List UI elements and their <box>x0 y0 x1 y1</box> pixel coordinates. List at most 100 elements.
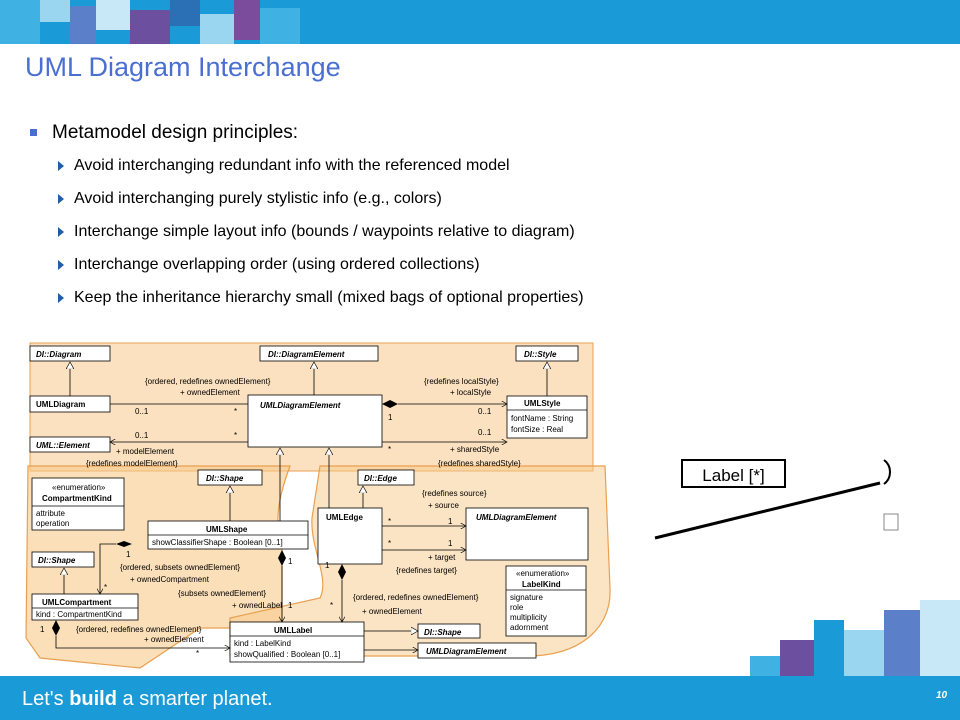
svg-text:showClassifierShape : Boolean: showClassifierShape : Boolean [0..1] <box>152 538 283 547</box>
uml-class-diagram: DI::Diagram DI::DiagramElement DI::Style… <box>25 342 611 669</box>
svg-text:+ ownedLabel: + ownedLabel <box>232 601 282 610</box>
svg-text:UMLDiagram: UMLDiagram <box>36 400 85 409</box>
triangle-bullet-icon <box>58 260 64 270</box>
class-di-diagram-element: DI::DiagramElement <box>259 345 379 362</box>
svg-text:operation: operation <box>36 519 69 528</box>
page-number: 10 <box>936 690 948 701</box>
sketch-curve <box>883 459 891 485</box>
class-di-shape-top: DI::Shape <box>197 469 263 486</box>
svg-text:1: 1 <box>288 601 293 610</box>
svg-text:UMLDiagramElement: UMLDiagramElement <box>260 401 341 410</box>
bullet-list: Metamodel design principles: Avoid inter… <box>30 122 930 321</box>
svg-text:0..1: 0..1 <box>135 407 149 416</box>
svg-text:{redefines modelElement}: {redefines modelElement} <box>86 459 178 468</box>
svg-text:{ordered, redefines ownedEleme: {ordered, redefines ownedElement} <box>76 625 202 634</box>
top-banner <box>0 0 960 44</box>
svg-text:+ source: + source <box>428 501 459 510</box>
svg-text:1: 1 <box>325 561 330 570</box>
svg-text:*: * <box>234 431 237 440</box>
edge-label-box: Label [*] <box>681 459 786 488</box>
principle-item: Avoid interchanging redundant info with … <box>58 156 930 189</box>
class-di-shape-left: DI::Shape <box>31 551 95 568</box>
svg-text:+ ownedElement: + ownedElement <box>144 635 205 644</box>
square-bullet-icon <box>30 129 37 136</box>
svg-text:1: 1 <box>448 517 453 526</box>
triangle-bullet-icon <box>58 293 64 303</box>
svg-text:UML::Element: UML::Element <box>36 441 90 450</box>
svg-text:*: * <box>104 583 107 592</box>
class-uml-diagram-element-label: UMLDiagramElement <box>417 642 537 659</box>
svg-text:multiplicity: multiplicity <box>510 613 547 622</box>
svg-text:+ sharedStyle: + sharedStyle <box>450 445 500 454</box>
svg-text:{redefines source}: {redefines source} <box>422 489 487 498</box>
svg-text:{ordered, redefines ownedEleme: {ordered, redefines ownedElement} <box>145 377 271 386</box>
principle-item: Interchange overlapping order (using ord… <box>58 255 930 288</box>
svg-text:fontName : String: fontName : String <box>511 414 573 423</box>
class-compartment-kind: «enumeration» CompartmentKind attribute … <box>31 477 125 531</box>
tagline: Let's build a smarter planet. <box>22 688 273 710</box>
svg-text:*: * <box>330 601 333 610</box>
class-uml-diagram: UMLDiagram <box>29 395 111 413</box>
svg-text:role: role <box>510 603 524 612</box>
svg-text:showQualified : Boolean [0..1]: showQualified : Boolean [0..1] <box>234 650 340 659</box>
svg-text:{subsets ownedElement}: {subsets ownedElement} <box>178 589 266 598</box>
principle-item: Interchange simple layout info (bounds /… <box>58 222 930 255</box>
triangle-bullet-icon <box>58 194 64 204</box>
class-di-shape-right: DI::Shape <box>417 623 481 639</box>
triangle-bullet-icon <box>58 161 64 171</box>
svg-text:«enumeration»: «enumeration» <box>52 483 106 492</box>
heading-text: Metamodel design principles: <box>52 122 299 143</box>
svg-text:1: 1 <box>288 557 293 566</box>
svg-text:+ ownedElement: + ownedElement <box>362 607 423 616</box>
class-uml-style: UMLStyle fontName : String fontSize : Re… <box>506 395 588 439</box>
svg-text:DI::Shape: DI::Shape <box>424 628 462 637</box>
class-di-diagram: DI::Diagram <box>29 345 111 362</box>
svg-text:{ordered, redefines ownedEleme: {ordered, redefines ownedElement} <box>353 593 479 602</box>
svg-text:«enumeration»: «enumeration» <box>516 569 570 578</box>
svg-text:signature: signature <box>510 593 543 602</box>
svg-text:UMLDiagramElement: UMLDiagramElement <box>476 513 557 522</box>
class-di-edge: DI::Edge <box>357 469 415 486</box>
svg-text:{redefines sharedStyle}: {redefines sharedStyle} <box>438 459 521 468</box>
bullet-heading: Metamodel design principles: <box>30 122 930 144</box>
svg-text:DI::Shape: DI::Shape <box>38 556 76 565</box>
svg-text:DI::Diagram: DI::Diagram <box>36 350 81 359</box>
svg-text:kind : LabelKind: kind : LabelKind <box>234 639 291 648</box>
principle-item: Avoid interchanging purely stylistic inf… <box>58 189 930 222</box>
svg-text:+ target: + target <box>428 553 456 562</box>
class-di-style: DI::Style <box>515 345 579 362</box>
svg-text:1: 1 <box>388 413 393 422</box>
svg-text:LabelKind: LabelKind <box>522 580 561 589</box>
svg-text:{ordered, subsets ownedElement: {ordered, subsets ownedElement} <box>120 563 240 572</box>
svg-text:fontSize : Real: fontSize : Real <box>511 425 563 434</box>
class-uml-shape: UMLShape showClassifierShape : Boolean [… <box>147 520 309 550</box>
svg-text:UMLShape: UMLShape <box>206 525 248 534</box>
svg-text:UMLDiagramElement: UMLDiagramElement <box>426 647 507 656</box>
svg-text:*: * <box>388 517 391 526</box>
svg-text:DI::Shape: DI::Shape <box>206 474 244 483</box>
svg-text:DI::DiagramElement: DI::DiagramElement <box>268 350 345 359</box>
svg-text:UMLEdge: UMLEdge <box>326 513 363 522</box>
svg-text:+ modelElement: + modelElement <box>116 447 175 456</box>
svg-text:*: * <box>388 445 391 454</box>
svg-text:attribute: attribute <box>36 509 65 518</box>
svg-text:UMLCompartment: UMLCompartment <box>42 598 112 607</box>
svg-text:+ localStyle: + localStyle <box>450 388 492 397</box>
class-uml-element: UML::Element <box>29 436 111 453</box>
svg-text:adornment: adornment <box>510 623 549 632</box>
svg-text:{redefines target}: {redefines target} <box>396 566 457 575</box>
svg-text:+ ownedElement: + ownedElement <box>180 388 241 397</box>
sketch-edge-line <box>654 481 881 540</box>
diagram-sketch <box>654 459 899 540</box>
svg-text:UMLLabel: UMLLabel <box>274 626 312 635</box>
svg-text:UMLStyle: UMLStyle <box>524 399 561 408</box>
svg-text:kind : CompartmentKind: kind : CompartmentKind <box>36 610 122 619</box>
svg-text:CompartmentKind: CompartmentKind <box>42 494 112 503</box>
class-uml-diagram-element: UMLDiagramElement <box>247 394 383 448</box>
class-uml-diagram-element-edge-target: UMLDiagramElement <box>465 507 589 561</box>
triangle-bullet-icon <box>58 227 64 237</box>
principle-item: Keep the inheritance hierarchy small (mi… <box>58 288 930 321</box>
svg-text:*: * <box>388 539 391 548</box>
class-label-kind: «enumeration» LabelKind signature role m… <box>505 565 587 637</box>
svg-text:*: * <box>196 649 199 658</box>
